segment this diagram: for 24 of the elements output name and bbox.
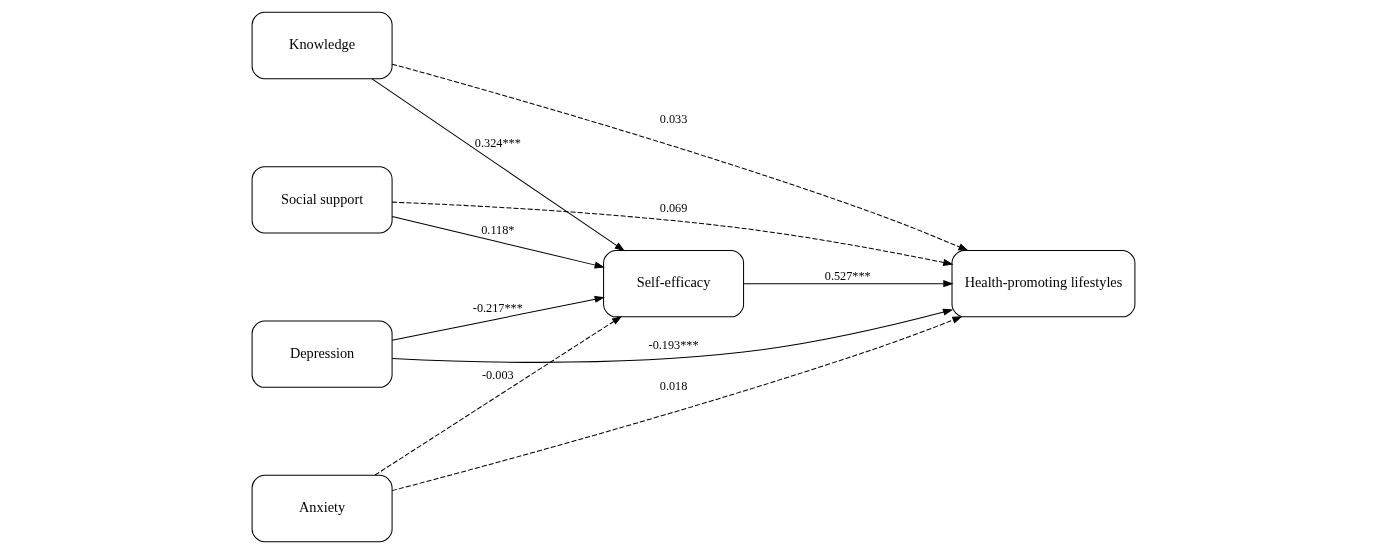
arrow	[742, 280, 954, 288]
arrow	[391, 295, 605, 341]
arrow	[391, 215, 605, 269]
edge-label: -0.217***	[472, 300, 523, 315]
edge-label: 0.069	[659, 200, 687, 215]
node-box: Depression	[251, 320, 393, 388]
node-box: Anxiety	[251, 474, 393, 543]
arrow	[391, 308, 953, 363]
edge-label: 0.324***	[474, 136, 521, 151]
edge-label: 0.527***	[824, 269, 871, 284]
arrow	[371, 78, 625, 252]
edge-label: -0.003	[481, 368, 514, 383]
edge-label: 0.018	[659, 378, 687, 393]
arrow	[391, 63, 969, 251]
node-box: Social support	[251, 166, 393, 234]
edge-label: -0.193***	[648, 337, 699, 352]
node-box: Knowledge	[251, 11, 393, 80]
edge-label: 0.118*	[480, 223, 514, 238]
arrow	[391, 201, 953, 266]
edge-label: 0.033	[659, 111, 687, 126]
node-box: Self-efficacy	[602, 249, 744, 318]
node-box: Health-promoting lifestyles	[951, 249, 1135, 318]
arrow	[374, 316, 622, 476]
arrow	[391, 316, 963, 492]
